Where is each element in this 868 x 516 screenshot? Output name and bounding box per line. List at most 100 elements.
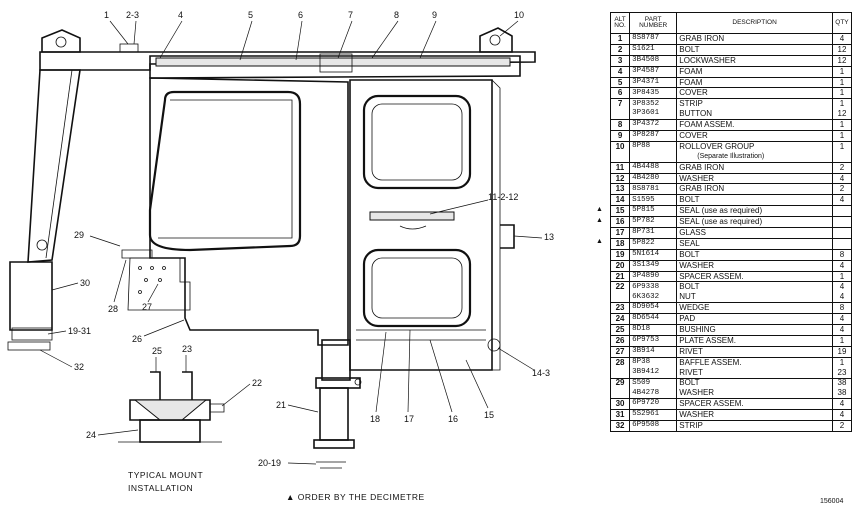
row-description: COVER <box>676 87 833 99</box>
row-part-number: 4B4280 <box>629 172 678 184</box>
row-description: GRAB IRON <box>676 183 833 195</box>
row-description: PLATE ASSEM. <box>676 334 833 347</box>
row-part-number: 3P4587 <box>629 65 678 78</box>
row-qty: 4 <box>832 409 852 421</box>
row-part-number: 5P782 <box>629 216 678 228</box>
row-no <box>610 367 631 378</box>
row-no: 14 <box>610 194 631 206</box>
row-qty <box>832 227 852 239</box>
callout-9: 9 <box>432 10 437 20</box>
row-part-number: 3P8435 <box>629 87 678 99</box>
row-description: SPACER ASSEM. <box>676 398 833 410</box>
row-part-number: 8P38 <box>629 356 678 368</box>
callouts: 1 2-3 4 5 6 7 8 9 10 11-2-12 13 14-3 15 … <box>39 10 554 468</box>
row-no: 4 <box>610 65 631 78</box>
row-description: LOCKWASHER <box>676 54 833 67</box>
row-description: ROLLOVER GROUP <box>676 140 833 152</box>
row-no: 31 <box>610 409 631 421</box>
row-qty: 1 <box>832 76 852 88</box>
row-no: 28 <box>610 356 631 368</box>
cab-body <box>121 77 515 371</box>
callout-32: 32 <box>74 362 84 372</box>
row-no: 30 <box>610 398 631 410</box>
row-description: BOLT <box>676 194 833 206</box>
row-no: 16 <box>610 216 631 228</box>
callout-5: 5 <box>248 10 253 20</box>
callout-18: 18 <box>370 414 380 424</box>
callout-8: 8 <box>394 10 399 20</box>
row-qty: 8 <box>832 248 852 261</box>
callout-27: 27 <box>142 302 152 312</box>
row-no: 6 <box>610 87 631 99</box>
row-part-number: 8P88 <box>629 140 678 152</box>
row-description: FOAM <box>676 65 833 78</box>
header-description: DESCRIPTION <box>676 12 833 34</box>
row-part-number: 3P4372 <box>629 119 678 131</box>
callout-10: 10 <box>514 10 524 20</box>
row-qty <box>832 216 852 228</box>
row-description: STRIP <box>676 98 833 110</box>
callout-6: 6 <box>298 10 303 20</box>
row-part-number: S1621 <box>629 43 678 56</box>
row-part-number: 3S1349 <box>629 259 678 272</box>
spacer-assembly <box>313 339 362 469</box>
row-qty: 1 <box>832 119 852 131</box>
row-qty: 2 <box>832 161 852 174</box>
row-qty: 4 <box>832 313 852 325</box>
row-qty: 8 <box>832 302 852 314</box>
row-description: SEAL <box>676 237 833 250</box>
row-description: GRAB IRON <box>676 33 833 45</box>
row-no: 3 <box>610 54 631 67</box>
row-no: 17 <box>610 227 631 239</box>
row-description: WASHER <box>676 409 833 421</box>
typical-mount-caption-line2: INSTALLATION <box>128 483 193 493</box>
callout-4: 4 <box>178 10 183 20</box>
row-qty: 4 <box>832 398 852 410</box>
row-description: BOLT <box>676 43 833 56</box>
row-no: 11 <box>610 161 631 174</box>
row-part-number: 5N1614 <box>629 248 678 261</box>
row-description: FOAM ASSEM. <box>676 119 833 131</box>
row-no: 2 <box>610 43 631 56</box>
row-qty: 19 <box>832 345 852 358</box>
callout-15: 15 <box>484 410 494 420</box>
header-qty: QTY <box>832 12 852 34</box>
row-qty: 23 <box>837 367 847 377</box>
row-part-number: 3B9412 <box>629 367 678 378</box>
row-qty: 2 <box>832 420 852 432</box>
row-no: 7 <box>610 98 631 110</box>
row-description: BAFFLE ASSEM. <box>676 356 833 368</box>
row-note: (Separate Illustration) <box>697 153 765 161</box>
callout-25: 25 <box>152 346 162 356</box>
row-description: WASHER <box>676 172 833 184</box>
row-no: 32 <box>610 420 631 432</box>
row-qty <box>832 205 852 217</box>
row-description: STRIP <box>676 420 833 432</box>
row-qty: 4 <box>832 172 852 184</box>
row-part-number: 8D9054 <box>629 302 678 314</box>
row-qty: 4 <box>839 292 845 302</box>
row-no: 26 <box>610 334 631 347</box>
row-description: GLASS <box>676 227 833 239</box>
row-description: BOLT <box>676 377 833 389</box>
row-part-number: 6P9720 <box>629 398 678 410</box>
row-part-number: 5P822 <box>629 237 678 250</box>
row-no: 18 <box>610 237 631 250</box>
row-qty <box>832 237 852 250</box>
